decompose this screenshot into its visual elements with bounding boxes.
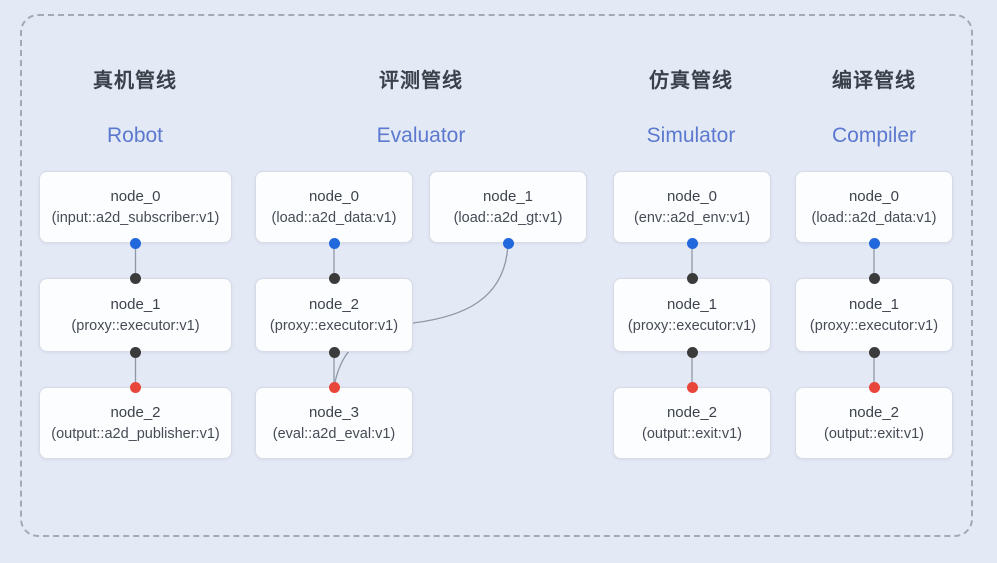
node-type: (output::a2d_publisher:v1) bbox=[51, 425, 220, 442]
port-dot-blue bbox=[868, 237, 880, 249]
node-simulator-0[interactable]: node_0 (env::a2d_env:v1) bbox=[613, 171, 771, 243]
node-compiler-1[interactable]: node_1 (proxy::executor:v1) bbox=[795, 278, 953, 352]
node-type: (proxy::executor:v1) bbox=[627, 317, 757, 334]
port-dot-dark bbox=[686, 346, 698, 358]
node-type: (env::a2d_env:v1) bbox=[633, 209, 751, 226]
node-name: node_2 bbox=[848, 403, 900, 421]
node-name: node_2 bbox=[666, 403, 718, 421]
node-name: node_1 bbox=[666, 295, 718, 313]
node-name: node_0 bbox=[110, 187, 161, 205]
node-robot-1[interactable]: node_1 (proxy::executor:v1) bbox=[39, 278, 232, 352]
port-dot-blue bbox=[686, 237, 698, 249]
port-dot-dark bbox=[130, 272, 141, 284]
port-dot-dark bbox=[868, 346, 880, 358]
node-type: (eval::a2d_eval:v1) bbox=[272, 425, 396, 442]
node-type: (output::exit:v1) bbox=[824, 425, 924, 442]
pipeline-title-en-simulator: Simulator bbox=[646, 124, 736, 147]
pipeline-title-en-compiler: Compiler bbox=[831, 124, 917, 147]
node-type: (output::exit:v1) bbox=[642, 425, 742, 442]
port-dot-red bbox=[686, 381, 698, 393]
pipeline-title-en-robot: Robot bbox=[106, 124, 164, 147]
node-name: node_0 bbox=[308, 187, 360, 205]
node-type: (proxy::executor:v1) bbox=[71, 317, 200, 334]
pipeline-title-zh-compiler: 编译管线 bbox=[832, 70, 916, 92]
pipeline-title-zh-evaluator: 评测管线 bbox=[379, 70, 463, 92]
node-name: node_3 bbox=[308, 403, 360, 421]
node-name: node_1 bbox=[848, 295, 900, 313]
node-type: (input::a2d_subscriber:v1) bbox=[51, 209, 220, 226]
port-dot-dark bbox=[328, 346, 340, 358]
pipeline-title-zh-robot: 真机管线 bbox=[93, 70, 177, 92]
node-name: node_1 bbox=[110, 295, 161, 313]
pipeline-title-zh-simulator: 仿真管线 bbox=[649, 70, 733, 92]
dashed-frame bbox=[20, 14, 973, 537]
port-dot-red bbox=[868, 381, 880, 393]
node-evaluator-0[interactable]: node_0 (load::a2d_data:v1) bbox=[255, 171, 413, 243]
node-type: (proxy::executor:v1) bbox=[269, 317, 399, 334]
node-evaluator-2[interactable]: node_2 (proxy::executor:v1) bbox=[255, 278, 413, 352]
node-compiler-2[interactable]: node_2 (output::exit:v1) bbox=[795, 387, 953, 459]
node-name: node_1 bbox=[482, 187, 534, 205]
node-simulator-1[interactable]: node_1 (proxy::executor:v1) bbox=[613, 278, 771, 352]
node-type: (load::a2d_data:v1) bbox=[811, 209, 937, 226]
node-robot-0[interactable]: node_0 (input::a2d_subscriber:v1) bbox=[39, 171, 232, 243]
port-dot-dark bbox=[130, 346, 141, 358]
node-type: (proxy::executor:v1) bbox=[809, 317, 939, 334]
node-name: node_2 bbox=[110, 403, 161, 421]
node-evaluator-1[interactable]: node_1 (load::a2d_gt:v1) bbox=[429, 171, 587, 243]
port-dot-dark bbox=[868, 272, 880, 284]
node-evaluator-3[interactable]: node_3 (eval::a2d_eval:v1) bbox=[255, 387, 413, 459]
port-dot-blue bbox=[328, 237, 340, 249]
node-type: (load::a2d_data:v1) bbox=[271, 209, 397, 226]
port-dot-dark bbox=[328, 272, 340, 284]
node-type: (load::a2d_gt:v1) bbox=[453, 209, 563, 226]
node-compiler-0[interactable]: node_0 (load::a2d_data:v1) bbox=[795, 171, 953, 243]
node-simulator-2[interactable]: node_2 (output::exit:v1) bbox=[613, 387, 771, 459]
node-robot-2[interactable]: node_2 (output::a2d_publisher:v1) bbox=[39, 387, 232, 459]
pipeline-title-en-evaluator: Evaluator bbox=[376, 124, 466, 147]
port-dot-blue bbox=[502, 237, 514, 249]
node-name: node_2 bbox=[308, 295, 360, 313]
port-dot-red bbox=[130, 381, 141, 393]
node-name: node_0 bbox=[666, 187, 718, 205]
port-dot-red bbox=[328, 381, 340, 393]
port-dot-blue bbox=[130, 237, 141, 249]
node-name: node_0 bbox=[848, 187, 900, 205]
port-dot-dark bbox=[686, 272, 698, 284]
